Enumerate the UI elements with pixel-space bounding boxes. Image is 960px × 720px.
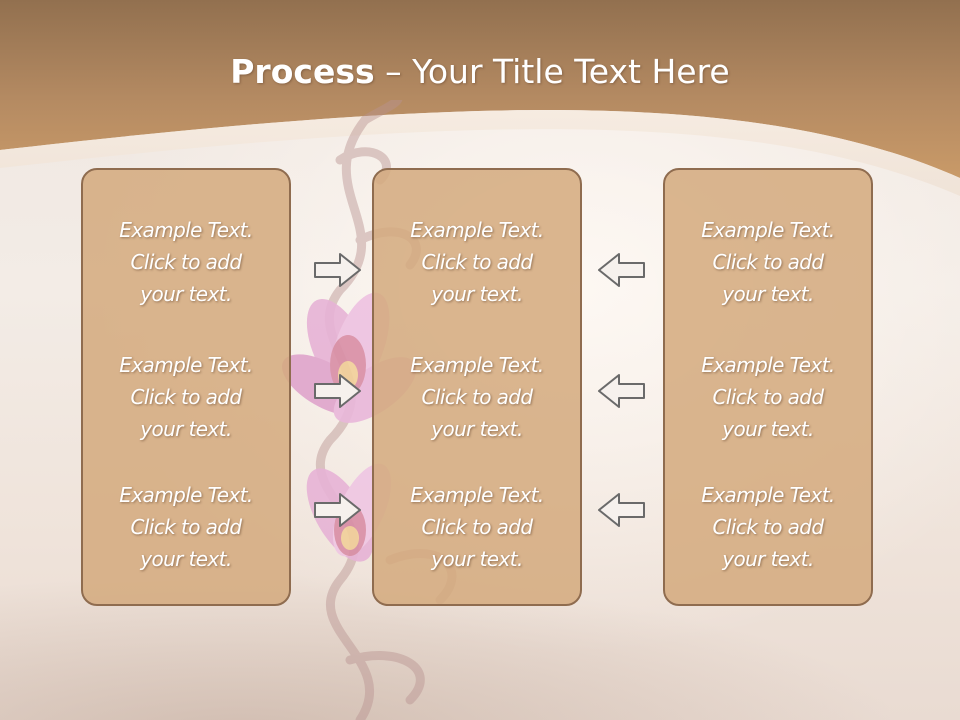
text-line: Click to add <box>130 385 243 409</box>
text-block[interactable]: Example Text. Click to add your text. <box>83 479 289 575</box>
process-box-right[interactable]: Example Text. Click to add your text. Ex… <box>663 168 873 606</box>
text-line: Example Text. <box>701 483 835 507</box>
right-arrow-icon <box>314 253 361 287</box>
text-line: your text. <box>431 547 523 571</box>
text-line: your text. <box>722 547 814 571</box>
process-box-left[interactable]: Example Text. Click to add your text. Ex… <box>81 168 291 606</box>
text-line: your text. <box>722 282 814 306</box>
text-line: Click to add <box>421 515 534 539</box>
right-arrow-icon <box>314 493 361 527</box>
text-line: Click to add <box>712 250 825 274</box>
text-line: your text. <box>140 282 232 306</box>
text-line: Example Text. <box>410 483 544 507</box>
text-line: Click to add <box>130 250 243 274</box>
text-line: Click to add <box>421 385 534 409</box>
text-line: Click to add <box>712 385 825 409</box>
text-block[interactable]: Example Text. Click to add your text. <box>374 479 580 575</box>
text-block[interactable]: Example Text. Click to add your text. <box>83 349 289 445</box>
title-rest: – Your Title Text Here <box>374 52 730 91</box>
text-block[interactable]: Example Text. Click to add your text. <box>665 349 871 445</box>
left-arrow-icon <box>598 374 645 408</box>
text-line: your text. <box>140 547 232 571</box>
text-line: Example Text. <box>119 483 253 507</box>
text-line: Example Text. <box>119 353 253 377</box>
text-block[interactable]: Example Text. Click to add your text. <box>83 214 289 310</box>
text-line: Example Text. <box>410 218 544 242</box>
text-block[interactable]: Example Text. Click to add your text. <box>374 214 580 310</box>
text-block[interactable]: Example Text. Click to add your text. <box>665 479 871 575</box>
text-line: your text. <box>431 282 523 306</box>
text-block[interactable]: Example Text. Click to add your text. <box>665 214 871 310</box>
text-line: Click to add <box>421 250 534 274</box>
header-banner <box>0 0 960 196</box>
page-title[interactable]: Process – Your Title Text Here <box>0 52 960 91</box>
title-bold-word: Process <box>230 52 375 91</box>
text-line: Example Text. <box>119 218 253 242</box>
text-line: your text. <box>722 417 814 441</box>
process-box-middle[interactable]: Example Text. Click to add your text. Ex… <box>372 168 582 606</box>
right-arrow-icon <box>314 374 361 408</box>
text-line: Click to add <box>712 515 825 539</box>
text-block[interactable]: Example Text. Click to add your text. <box>374 349 580 445</box>
text-line: Example Text. <box>701 353 835 377</box>
text-line: Example Text. <box>701 218 835 242</box>
text-line: your text. <box>140 417 232 441</box>
left-arrow-icon <box>598 493 645 527</box>
left-arrow-icon <box>598 253 645 287</box>
text-line: your text. <box>431 417 523 441</box>
text-line: Click to add <box>130 515 243 539</box>
text-line: Example Text. <box>410 353 544 377</box>
